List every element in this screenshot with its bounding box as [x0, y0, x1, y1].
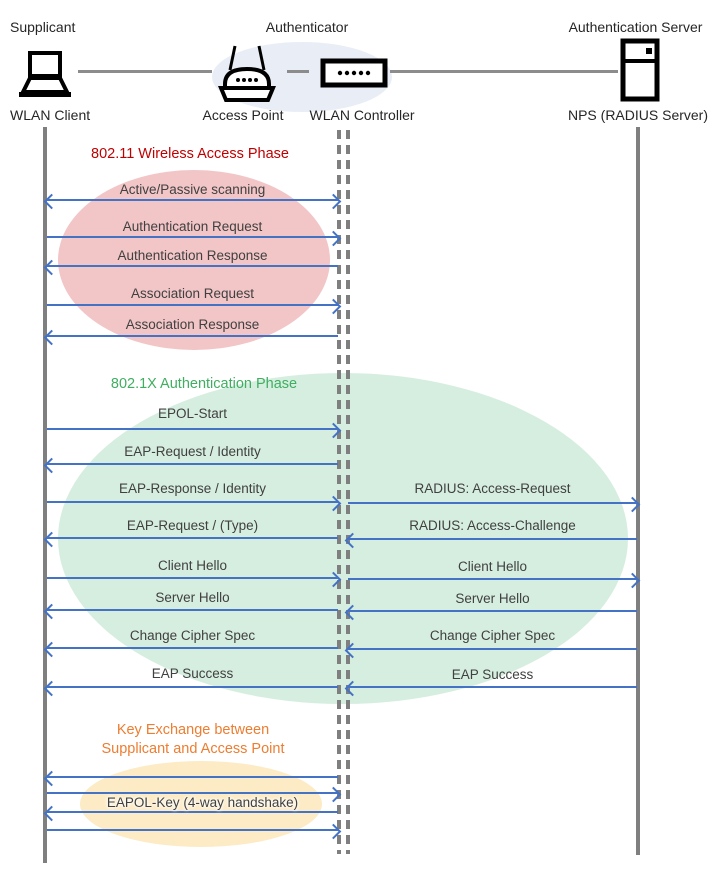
connector-ap-wlc — [287, 70, 309, 73]
message-label-eapol-key: EAPOL-Key (4-way handshake) — [106, 795, 299, 810]
message-label: Client Hello — [457, 559, 528, 574]
server-icon — [620, 38, 660, 107]
arrow-eapol-key-4 — [47, 829, 338, 831]
arrow-eap-success-right — [348, 686, 637, 688]
lifeline-supplicant — [43, 127, 47, 863]
message-label: RADIUS: Access-Challenge — [409, 518, 576, 533]
arrow-radius-access-request — [348, 502, 637, 504]
wlan-controller-icon — [320, 58, 388, 93]
arrow-active-passive-scanning — [47, 199, 338, 201]
message-label: EAP-Response / Identity — [118, 481, 267, 496]
message-label: Active/Passive scanning — [119, 182, 266, 197]
arrow-eap-response-identity — [47, 501, 338, 503]
message-label: Authentication Request — [122, 219, 263, 234]
arrow-change-cipher-spec-left — [47, 647, 338, 649]
connector-client-ap — [78, 70, 212, 73]
arrow-eapol-key-3 — [47, 811, 338, 813]
arrow-change-cipher-spec-right — [348, 648, 637, 650]
device-label-access-point: Access Point — [202, 107, 284, 123]
device-label-wlan-client: WLAN Client — [10, 107, 91, 123]
phase-title-key-line2: Supplicant and Access Point — [101, 741, 285, 757]
phase-title-key-exchange: Key Exchange between Supplicant and Acce… — [63, 721, 323, 759]
arrow-eapol-key-1 — [47, 776, 338, 778]
message-label: Association Response — [125, 317, 260, 332]
message-label: EAP Success — [451, 667, 534, 682]
message-label: EAP-Request / (Type) — [126, 518, 259, 533]
lifeline-auth-server — [636, 127, 640, 855]
arrow-association-request — [47, 304, 338, 306]
arrow-radius-access-challenge — [348, 538, 637, 540]
message-label: Client Hello — [157, 558, 228, 573]
message-label: RADIUS: Access-Request — [414, 481, 571, 496]
arrow-server-hello-left — [47, 609, 338, 611]
device-label-nps-radius-server: NPS (RADIUS Server) — [567, 107, 709, 123]
arrow-authentication-response — [47, 265, 338, 267]
role-label-authentication-server: Authentication Server — [568, 19, 703, 35]
message-label: Association Request — [130, 286, 255, 301]
arrow-association-response — [47, 335, 338, 337]
device-label-wlan-controller: WLAN Controller — [309, 107, 415, 123]
lifeline-authenticator-left — [337, 130, 341, 854]
arrow-eapol-key-2 — [47, 792, 338, 794]
arrow-epol-start — [47, 428, 338, 430]
message-label: Server Hello — [455, 591, 530, 606]
message-label: Change Cipher Spec — [129, 628, 256, 643]
role-label-authenticator: Authenticator — [265, 19, 349, 35]
arrow-eap-request-identity — [47, 463, 338, 465]
message-label: Server Hello — [155, 590, 230, 605]
arrow-client-hello-right — [348, 578, 637, 580]
connector-wlc-server — [390, 70, 618, 73]
arrow-authentication-request — [47, 236, 338, 238]
arrow-client-hello-left — [47, 577, 338, 579]
message-label: Authentication Response — [117, 248, 268, 263]
phase-title-80211: 802.11 Wireless Access Phase — [91, 146, 289, 162]
phase-title-8021x: 802.1X Authentication Phase — [110, 376, 298, 392]
message-label: EPOL-Start — [157, 406, 228, 421]
role-label-supplicant: Supplicant — [10, 19, 76, 35]
message-label: EAP-Request / Identity — [124, 444, 261, 459]
message-label: Change Cipher Spec — [429, 628, 556, 643]
arrow-eap-request-type — [47, 537, 338, 539]
arrow-eap-success-left — [47, 686, 338, 688]
access-point-icon — [214, 44, 280, 109]
arrow-server-hello-right — [348, 610, 637, 612]
lifeline-authenticator-right — [346, 130, 350, 854]
phase-title-key-line1: Key Exchange between — [116, 722, 270, 738]
laptop-icon — [12, 50, 76, 107]
message-label: EAP Success — [151, 666, 234, 681]
